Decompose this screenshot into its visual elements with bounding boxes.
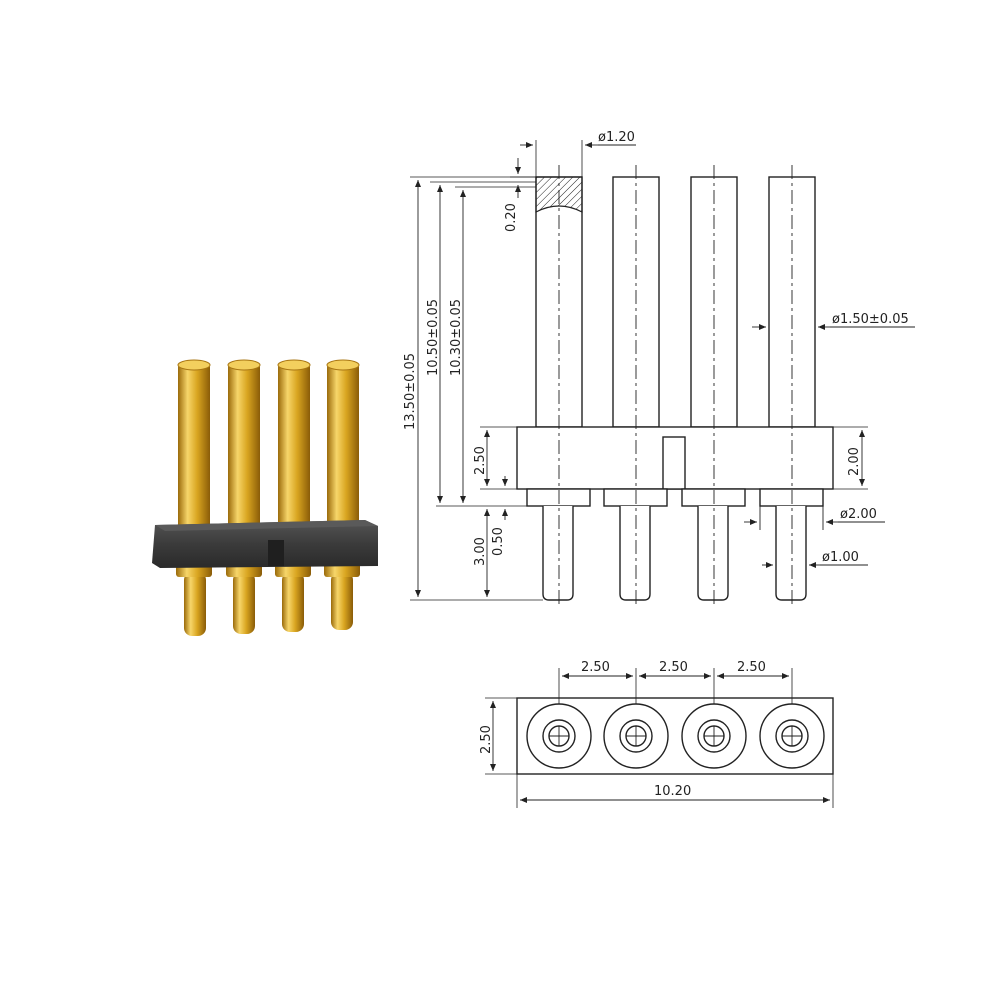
shoulder-diameter-label: ø2.00 xyxy=(840,507,877,522)
shoulder-height-label: 0.50 xyxy=(491,527,506,556)
housing xyxy=(152,520,378,568)
product-render xyxy=(152,359,378,636)
pitch-label-3: 2.50 xyxy=(737,660,766,675)
body-height-right-label: 2.00 xyxy=(847,447,862,476)
top-view-labels: 2.50 2.50 2.50 2.50 10.20 xyxy=(479,660,766,799)
front-view-labels: ø1.20 0.20 13.50±0.05 10.50±0.05 10.30±0… xyxy=(403,130,909,566)
overall-length-label: 10.20 xyxy=(654,784,691,799)
plunger-height-label: 10.30±0.05 xyxy=(449,299,464,376)
pitch-label-1: 2.50 xyxy=(581,660,610,675)
tip-height-label: 0.20 xyxy=(504,203,519,232)
plunger-diameter-label: ø1.50±0.05 xyxy=(832,312,909,327)
body-width-side-label: 2.50 xyxy=(479,725,494,754)
pin-tails xyxy=(184,572,353,636)
tail-length-label: 3.00 xyxy=(473,537,488,566)
tip-diameter-label: ø1.20 xyxy=(598,130,635,145)
tail-diameter-label: ø1.00 xyxy=(822,550,859,565)
total-height-label: 13.50±0.05 xyxy=(403,353,418,430)
top-view xyxy=(485,668,834,808)
pin-plungers xyxy=(177,359,360,532)
pitch-label-2: 2.50 xyxy=(659,660,688,675)
upper-height-label: 10.50±0.05 xyxy=(426,299,441,376)
body-thickness-label: 2.50 xyxy=(473,446,488,475)
front-view xyxy=(410,140,915,606)
